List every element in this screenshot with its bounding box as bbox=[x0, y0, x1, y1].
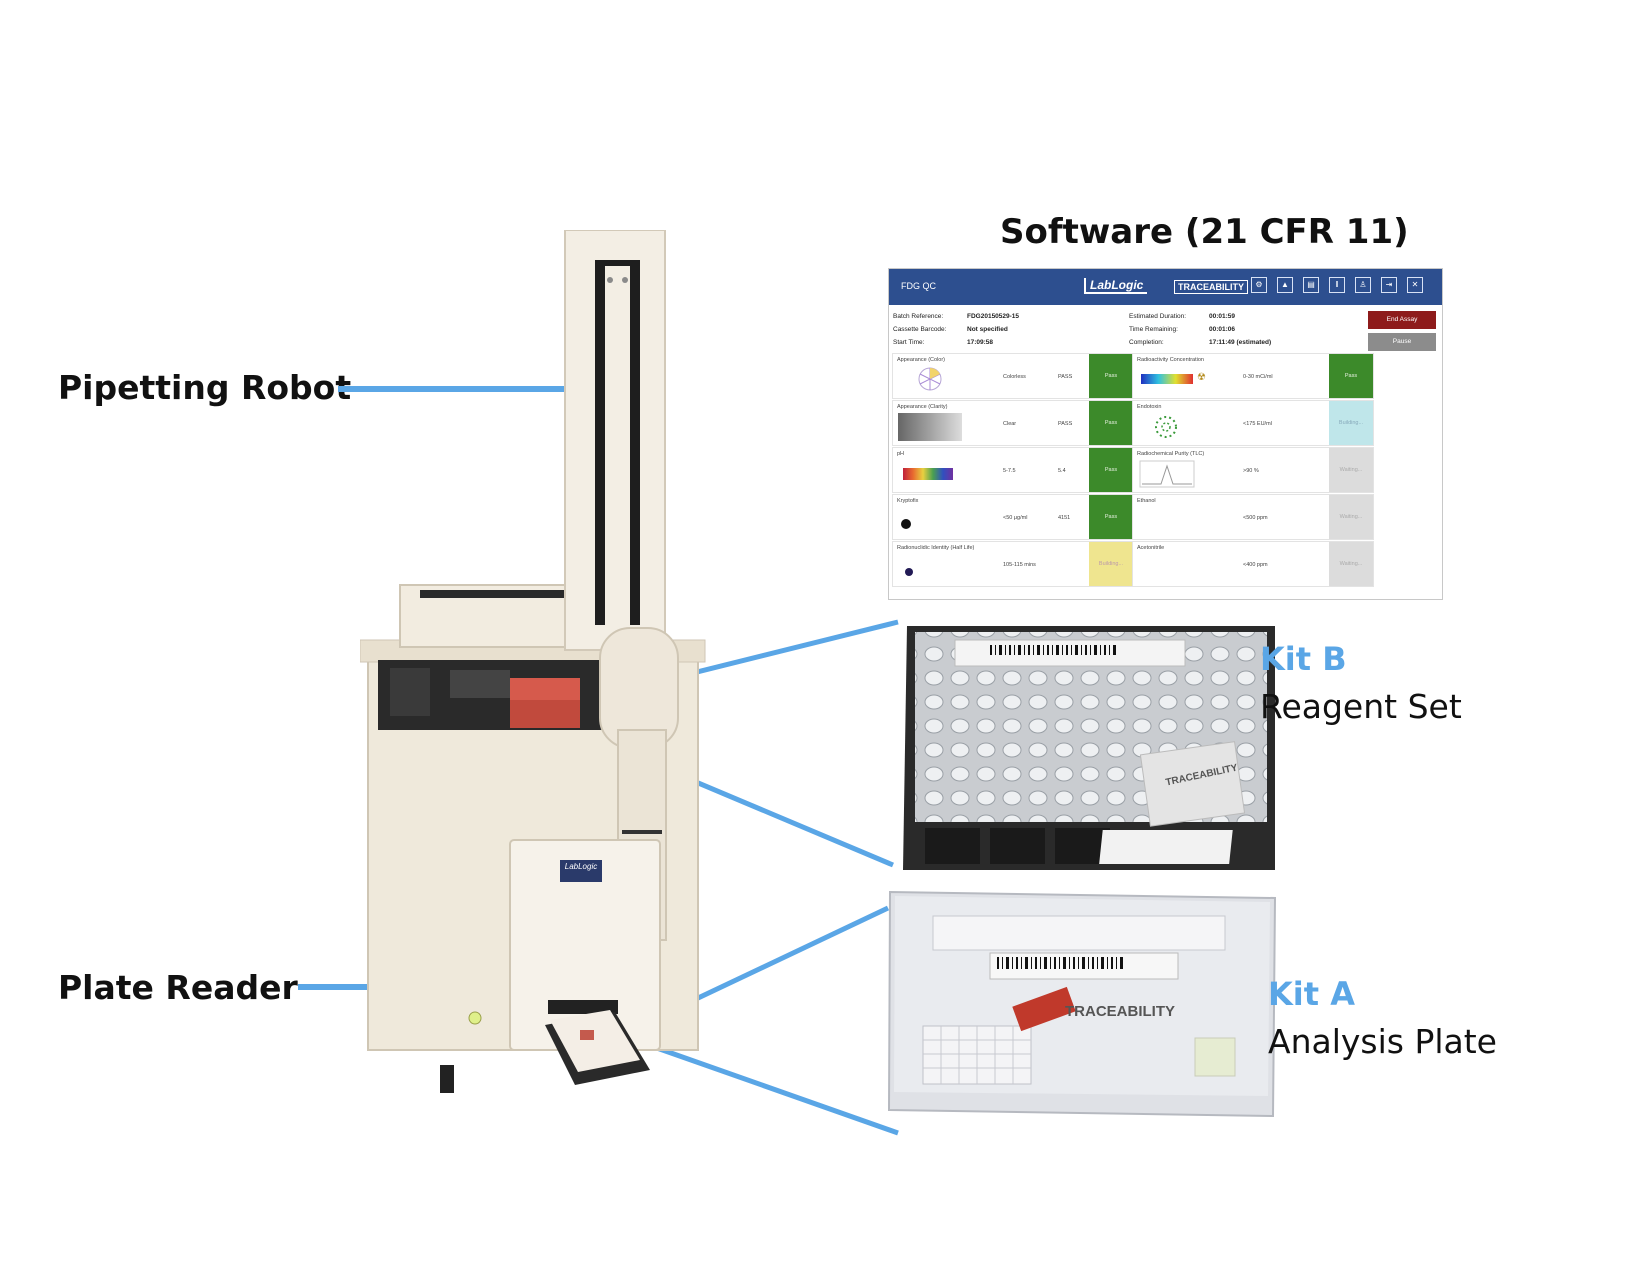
test-spec: 5-7.5 bbox=[1003, 468, 1016, 474]
test-card-appearance-clarity: Appearance (Clarity) Clear PASS Pass bbox=[892, 400, 1134, 446]
test-name: pH bbox=[897, 451, 905, 457]
color-wheel-icon bbox=[918, 367, 942, 391]
user-icon[interactable]: ♙ bbox=[1355, 277, 1371, 293]
label-plate-reader: Plate Reader bbox=[58, 968, 298, 1007]
test-value: 4151 bbox=[1058, 515, 1071, 521]
gear-icon[interactable]: ⚙ bbox=[1251, 277, 1267, 293]
test-card-ethanol: Ethanol <500 ppm Waiting... bbox=[1132, 494, 1374, 540]
pause-button[interactable]: Pause bbox=[1368, 333, 1436, 351]
kit-b-description: Reagent Set bbox=[1260, 687, 1462, 726]
status-badge: Waiting... bbox=[1329, 448, 1373, 492]
test-name: Radioactivity Concentration bbox=[1137, 357, 1204, 363]
batch-reference-value: FDG20150529-15 bbox=[967, 313, 1020, 320]
test-value: PASS bbox=[1058, 374, 1073, 380]
test-name: Radiochemical Purity (TLC) bbox=[1137, 451, 1205, 457]
test-name: Kryptofix bbox=[897, 498, 919, 504]
test-spec: <175 EU/ml bbox=[1243, 421, 1272, 427]
test-card-radionuclidic-identity: Radionuclidic Identity (Half Life) 105-1… bbox=[892, 541, 1134, 587]
end-assay-button[interactable]: End Assay bbox=[1368, 311, 1436, 329]
endotoxin-dots-icon bbox=[1155, 416, 1177, 438]
kit-a-name: Kit A bbox=[1268, 975, 1355, 1013]
radiation-icon: ☢ bbox=[1197, 372, 1206, 383]
software-screenshot: FDG QC LabLogic TRACEABILITY ⚙ ▲ ▤ ‖ ♙ ⇥… bbox=[888, 268, 1443, 600]
kit-b-reagent-set-image bbox=[903, 626, 1275, 870]
instrument-illustration bbox=[360, 230, 706, 1093]
status-badge: Pass bbox=[1089, 495, 1133, 539]
test-name: Endotoxin bbox=[1137, 404, 1162, 410]
kit-b-name: Kit B bbox=[1260, 640, 1347, 678]
instrument-badge: LabLogic bbox=[564, 862, 598, 871]
software-app-title: FDG QC bbox=[901, 281, 936, 291]
completion-label: Completion: bbox=[1129, 339, 1164, 346]
spot-icon bbox=[905, 568, 913, 576]
test-name: Radionuclidic Identity (Half Life) bbox=[897, 545, 975, 551]
lablogic-logo: LabLogic bbox=[1084, 278, 1148, 294]
chart-icon[interactable]: ▤ bbox=[1303, 277, 1319, 293]
status-badge: Pass bbox=[1329, 354, 1373, 398]
software-header: FDG QC LabLogic TRACEABILITY ⚙ ▲ ▤ ‖ ♙ ⇥… bbox=[889, 269, 1442, 305]
batch-reference-label: Batch Reference: bbox=[893, 313, 944, 320]
upload-icon[interactable]: ▲ bbox=[1277, 277, 1293, 293]
logout-icon[interactable]: ⇥ bbox=[1381, 277, 1397, 293]
close-icon[interactable]: ✕ bbox=[1407, 277, 1423, 293]
status-badge: Waiting... bbox=[1329, 495, 1373, 539]
status-badge: Building... bbox=[1089, 542, 1133, 586]
test-card-radioactivity-concentration: Radioactivity Concentration ☢ 0-30 mCi/m… bbox=[1132, 353, 1374, 399]
clarity-gradient bbox=[898, 413, 962, 441]
time-remaining-value: 00:01:06 bbox=[1209, 326, 1236, 333]
test-spec: <500 ppm bbox=[1243, 515, 1268, 521]
status-badge: Pass bbox=[1089, 354, 1133, 398]
software-title: Software (21 CFR 11) bbox=[1000, 212, 1409, 252]
test-spec: <50 μg/ml bbox=[1003, 515, 1028, 521]
ph-strip bbox=[903, 468, 953, 480]
test-card-kryptofix: Kryptofix <50 μg/ml 4151 Pass bbox=[892, 494, 1134, 540]
test-spec: 105-115 mins bbox=[1003, 562, 1036, 568]
test-value: PASS bbox=[1058, 421, 1073, 427]
test-spec: 0-30 mCi/ml bbox=[1243, 374, 1273, 380]
test-value: 5.4 bbox=[1058, 468, 1066, 474]
test-card-acetonitrile: Acetonitrile <400 ppm Waiting... bbox=[1132, 541, 1374, 587]
start-time-value: 17:09:58 bbox=[967, 339, 994, 346]
estimated-duration-label: Estimated Duration: bbox=[1129, 313, 1187, 320]
tlc-peak-icon bbox=[1139, 460, 1195, 488]
test-card-endotoxin: Endotoxin <175 EU/ml Building... bbox=[1132, 400, 1374, 446]
test-name: Appearance (Color) bbox=[897, 357, 945, 363]
test-card-appearance-color: Appearance (Color) Colorless PASS Pass bbox=[892, 353, 1134, 399]
time-remaining-label: Time Remaining: bbox=[1129, 326, 1178, 333]
test-name: Ethanol bbox=[1137, 498, 1156, 504]
heatmap-bar bbox=[1141, 374, 1193, 384]
test-card-ph: pH 5-7.5 5.4 Pass bbox=[892, 447, 1134, 493]
estimated-duration-value: 00:01:59 bbox=[1209, 313, 1236, 320]
test-spec: Clear bbox=[1003, 421, 1017, 427]
kit-a-analysis-plate-image bbox=[887, 890, 1277, 1118]
cassette-barcode-label: Cassette Barcode: bbox=[893, 326, 947, 333]
barcode bbox=[990, 645, 1116, 655]
test-spec: <400 ppm bbox=[1243, 562, 1268, 568]
connector-kit-a-bottom bbox=[619, 1032, 899, 1136]
status-badge: Pass bbox=[1089, 401, 1133, 445]
test-spec: >90 % bbox=[1243, 468, 1259, 474]
test-name: Acetonitrile bbox=[1137, 545, 1165, 551]
status-badge: Waiting... bbox=[1329, 542, 1373, 586]
start-time-label: Start Time: bbox=[893, 339, 925, 346]
completion-value: 17:11:49 (estimated) bbox=[1209, 339, 1272, 346]
test-spec: Colorless bbox=[1003, 374, 1026, 380]
status-badge: Building... bbox=[1329, 401, 1373, 445]
traceability-logo: TRACEABILITY bbox=[1174, 280, 1248, 294]
pause-icon[interactable]: ‖ bbox=[1329, 277, 1345, 293]
cassette-barcode-value: Not specified bbox=[967, 326, 1008, 333]
kit-a-description: Analysis Plate bbox=[1268, 1022, 1497, 1061]
spot-icon bbox=[901, 519, 911, 529]
status-badge: Pass bbox=[1089, 448, 1133, 492]
label-pipetting-robot: Pipetting Robot bbox=[58, 368, 352, 407]
test-name: Appearance (Clarity) bbox=[897, 404, 948, 410]
test-card-radiochemical-purity: Radiochemical Purity (TLC) >90 % Waiting… bbox=[1132, 447, 1374, 493]
kit-a-brand: TRACEABILITY bbox=[1065, 1003, 1175, 1020]
